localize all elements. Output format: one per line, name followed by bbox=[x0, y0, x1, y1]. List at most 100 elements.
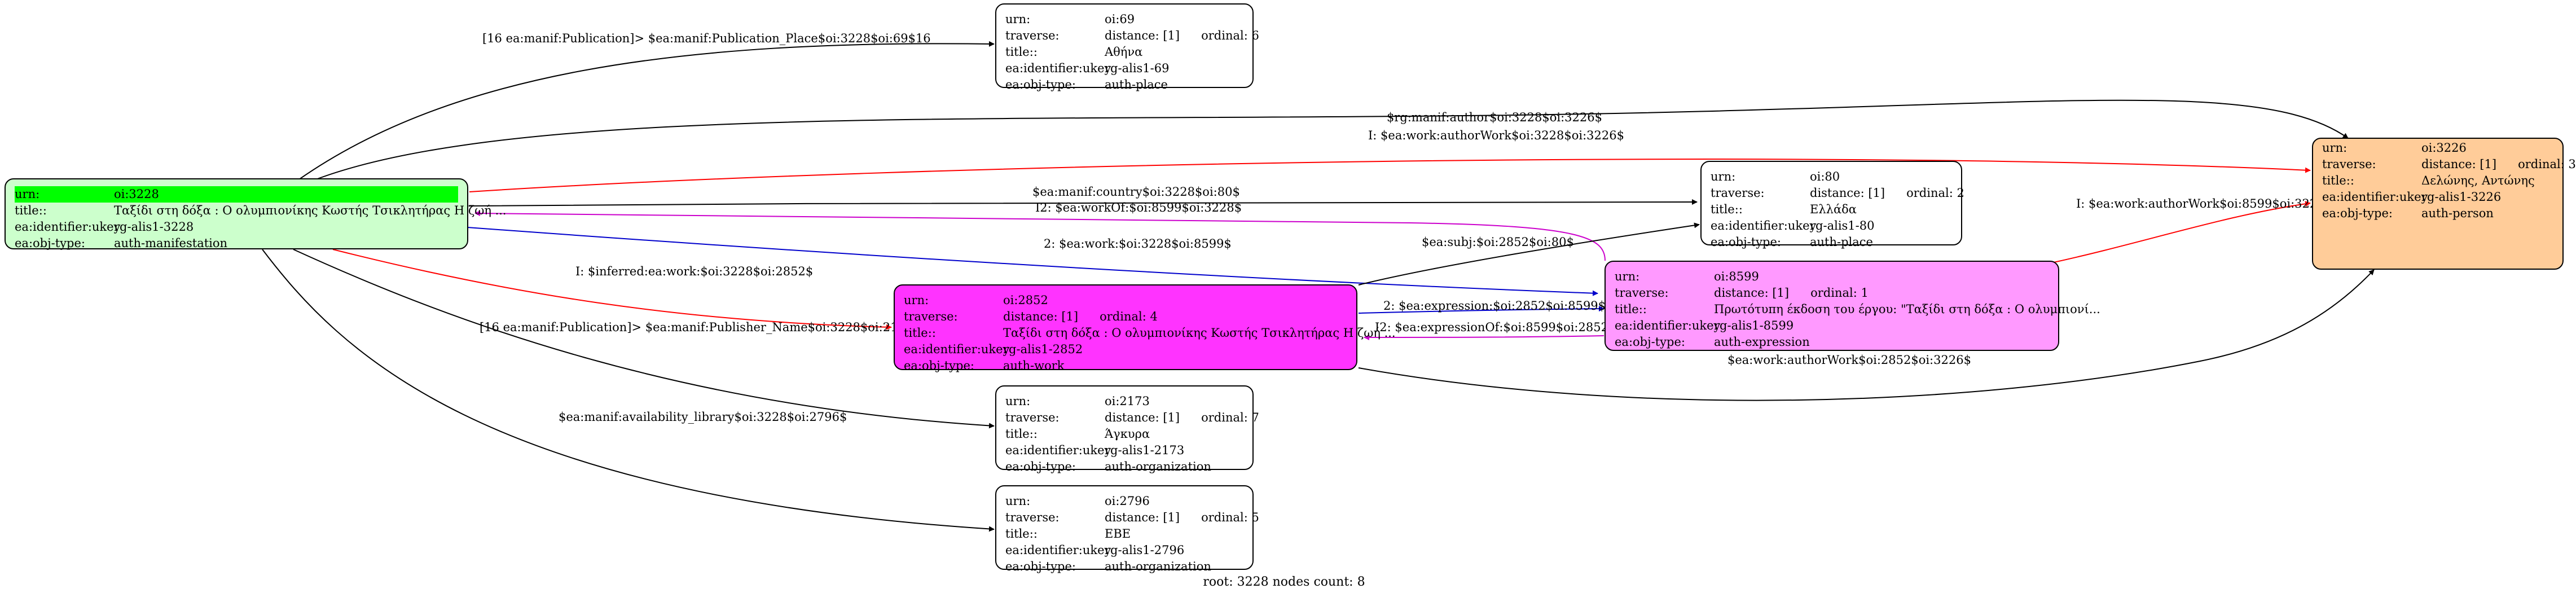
title-key: title:: bbox=[1615, 302, 1647, 316]
title-key: title:: bbox=[15, 204, 47, 217]
edge-label-manif-country: $ea:manif:country$oi:3228$oi:80$ bbox=[1032, 185, 1240, 199]
ukey-value: rg-alis1-80 bbox=[1810, 219, 1875, 232]
distance-value: distance: [1] bbox=[1105, 29, 1180, 42]
type-value: auth-place bbox=[1105, 78, 1168, 91]
urn-value: oi:8599 bbox=[1714, 270, 1759, 283]
type-value: auth-manifestation bbox=[114, 236, 228, 250]
edge-label-expressionof: I2: $ea:expressionOf:$oi:8599$oi:2852$ bbox=[1375, 320, 1616, 334]
edge-label-authorwork-8599-3226: I: $ea:work:authorWork$oi:8599$oi:3226$ bbox=[2076, 197, 2332, 210]
type-key: ea:obj-type: bbox=[1005, 560, 1076, 573]
title-key: title:: bbox=[1005, 427, 1038, 441]
title-value: Πρωτότυπη έκδοση του έργου: "Ταξίδι στη … bbox=[1714, 302, 2100, 316]
distance-value: distance: [1] bbox=[1105, 411, 1180, 424]
urn-key: urn: bbox=[1005, 394, 1031, 408]
urn-key: urn: bbox=[904, 293, 929, 307]
edge-label-inferred-work: I: $inferred:ea:work:$oi:3228$oi:2852$ bbox=[575, 265, 814, 278]
ukey-key: ea:identifier:ukey bbox=[1005, 443, 1111, 457]
urn-value: oi:2796 bbox=[1105, 494, 1150, 508]
traverse-key: traverse: bbox=[1711, 186, 1765, 200]
type-key: ea:obj-type: bbox=[1005, 460, 1076, 473]
title-value: Ελλάδα bbox=[1810, 203, 1857, 216]
node-2852[interactable]: urn:oi:2852 traverse:distance: [1]ordina… bbox=[894, 284, 1396, 372]
edge-label-publisher-name: [16 ea:manif:Publication]> $ea:manif:Pub… bbox=[480, 320, 936, 334]
edge-subj-2852-80 bbox=[1358, 222, 1700, 285]
traverse-key: traverse: bbox=[1005, 411, 1060, 424]
traverse-key: traverse: bbox=[1615, 286, 1669, 300]
urn-value: oi:80 bbox=[1810, 170, 1840, 183]
distance-value: distance: [1] bbox=[1810, 186, 1885, 200]
ukey-key: ea:identifier:ukey bbox=[1711, 219, 1817, 232]
node-8599[interactable]: urn: oi:8599 traverse: distance: [1] ordina… bbox=[1604, 261, 2100, 351]
type-key: ea:obj-type: bbox=[1005, 78, 1076, 91]
edge-authorwork-2852-3226 bbox=[1358, 269, 2375, 401]
edge-label-subj: $ea:subj:$oi:2852$oi:80$ bbox=[1422, 235, 1574, 249]
node-69[interactable]: urn:oi:69 traverse:distance: [1]ordinal:… bbox=[995, 3, 1259, 91]
urn-value: oi:69 bbox=[1105, 12, 1135, 26]
ordinal-value: ordinal: 1 bbox=[1810, 286, 1869, 300]
edge-label-work-3228-8599: 2: $ea:work:$oi:3228$oi:8599$ bbox=[1044, 237, 1232, 251]
edge-label-publication-place: [16 ea:manif:Publication]> $ea:manif:Pub… bbox=[482, 32, 931, 45]
title-key: title:: bbox=[1005, 45, 1038, 59]
title-key: title:: bbox=[2322, 174, 2354, 187]
node-2173[interactable]: urn:oi:2173 traverse:distance: [1]ordina… bbox=[995, 385, 1259, 473]
ordinal-value: ordinal: 3 bbox=[2518, 157, 2576, 171]
edge-publication-place bbox=[298, 41, 995, 180]
node-2796[interactable]: urn: oi:2796 traverse: distance: [1] ordina… bbox=[995, 485, 1259, 573]
distance-value: distance: [1] bbox=[2421, 157, 2497, 171]
title-key: title:: bbox=[1711, 203, 1743, 216]
type-key: ea:obj-type: bbox=[15, 236, 85, 250]
node-80[interactable]: urn:oi:80 traverse:distance: [1]ordinal:… bbox=[1700, 161, 1964, 249]
edge-label-authorwork-3228-3226: I: $ea:work:authorWork$oi:3228$oi:3226$ bbox=[1368, 129, 1624, 142]
type-value: auth-expression bbox=[1714, 335, 1810, 349]
ukey-value: rg-alis1-2173 bbox=[1105, 443, 1185, 457]
edge-expression-2852-8599 bbox=[1358, 306, 1604, 314]
distance-value: distance: [1] bbox=[1714, 286, 1790, 300]
type-key: ea:obj-type: bbox=[904, 359, 974, 372]
ukey-key: ea:identifier:ukey bbox=[2322, 190, 2428, 204]
urn-key: urn: bbox=[1005, 494, 1031, 508]
type-value: auth-organization bbox=[1105, 560, 1211, 573]
ordinal-value: ordinal: 4 bbox=[1100, 310, 1158, 323]
type-value: auth-work bbox=[1003, 359, 1065, 372]
ukey-value: rg-alis1-8599 bbox=[1714, 319, 1794, 332]
title-key: title:: bbox=[1005, 527, 1038, 541]
ukey-value: rg-alis1-2796 bbox=[1105, 543, 1185, 557]
title-value: Ταξίδι στη δόξα : Ο ολυμπιονίκης Κωστής … bbox=[1003, 326, 1396, 340]
edge-publisher-name bbox=[293, 249, 995, 429]
node-3228[interactable]: urn:oi:3228 title::Ταξίδι στη δόξα : Ο ο… bbox=[5, 178, 507, 250]
urn-value: oi:2852 bbox=[1003, 293, 1048, 307]
traverse-key: traverse: bbox=[2322, 157, 2376, 171]
title-value: Ταξίδι στη δόξα : Ο ολυμπιονίκης Κωστής … bbox=[114, 204, 507, 217]
node-3226[interactable]: urn: oi:3226 traverse: distance: [1] ordina… bbox=[2312, 138, 2576, 270]
ukey-value: rg-alis1-2852 bbox=[1003, 342, 1083, 356]
title-value: Δελώνης, Αντώνης bbox=[2421, 174, 2535, 187]
distance-value: distance: [1] bbox=[1105, 511, 1180, 524]
title-value: ΕΒΕ bbox=[1105, 527, 1131, 541]
title-key: title:: bbox=[904, 326, 936, 340]
urn-key: urn: bbox=[2322, 141, 2348, 155]
title-value: Αθήνα bbox=[1105, 45, 1143, 59]
urn-key: urn: bbox=[1005, 12, 1031, 26]
ukey-value: rg-alis1-3226 bbox=[2421, 190, 2502, 204]
edge-manif-author bbox=[315, 99, 2349, 180]
edge-label-manif-author: $rg:manif:author$oi:3228$oi:3226$ bbox=[1387, 111, 1602, 124]
edge-work-3228-8599 bbox=[459, 226, 1598, 296]
traverse-key: traverse: bbox=[1005, 511, 1060, 524]
node-urn-row: urn:oi:3228 bbox=[15, 186, 458, 203]
distance-value: distance: [1] bbox=[1003, 310, 1079, 323]
edge-availability-library bbox=[262, 249, 995, 532]
type-key: ea:obj-type: bbox=[1615, 335, 1685, 349]
edge-label-expression: 2: $ea:expression:$oi:2852$oi:8599$ bbox=[1383, 299, 1606, 313]
type-key: ea:obj-type: bbox=[1711, 235, 1781, 249]
ordinal-value: ordinal: 5 bbox=[1201, 511, 1259, 524]
urn-key: urn: bbox=[1615, 270, 1640, 283]
ukey-value: rg-alis1-69 bbox=[1105, 62, 1170, 75]
edge-label-availability-library: $ea:manif:availability_library$oi:3228$o… bbox=[559, 410, 847, 424]
ukey-key: ea:identifier:ukey bbox=[1005, 543, 1111, 557]
urn-key: urn: bbox=[15, 187, 40, 201]
ukey-key: ea:identifier:ukey bbox=[1615, 319, 1721, 332]
ukey-value: rg-alis1-3228 bbox=[114, 220, 194, 234]
type-value: auth-place bbox=[1810, 235, 1873, 249]
urn-value: oi:3226 bbox=[2421, 141, 2467, 155]
